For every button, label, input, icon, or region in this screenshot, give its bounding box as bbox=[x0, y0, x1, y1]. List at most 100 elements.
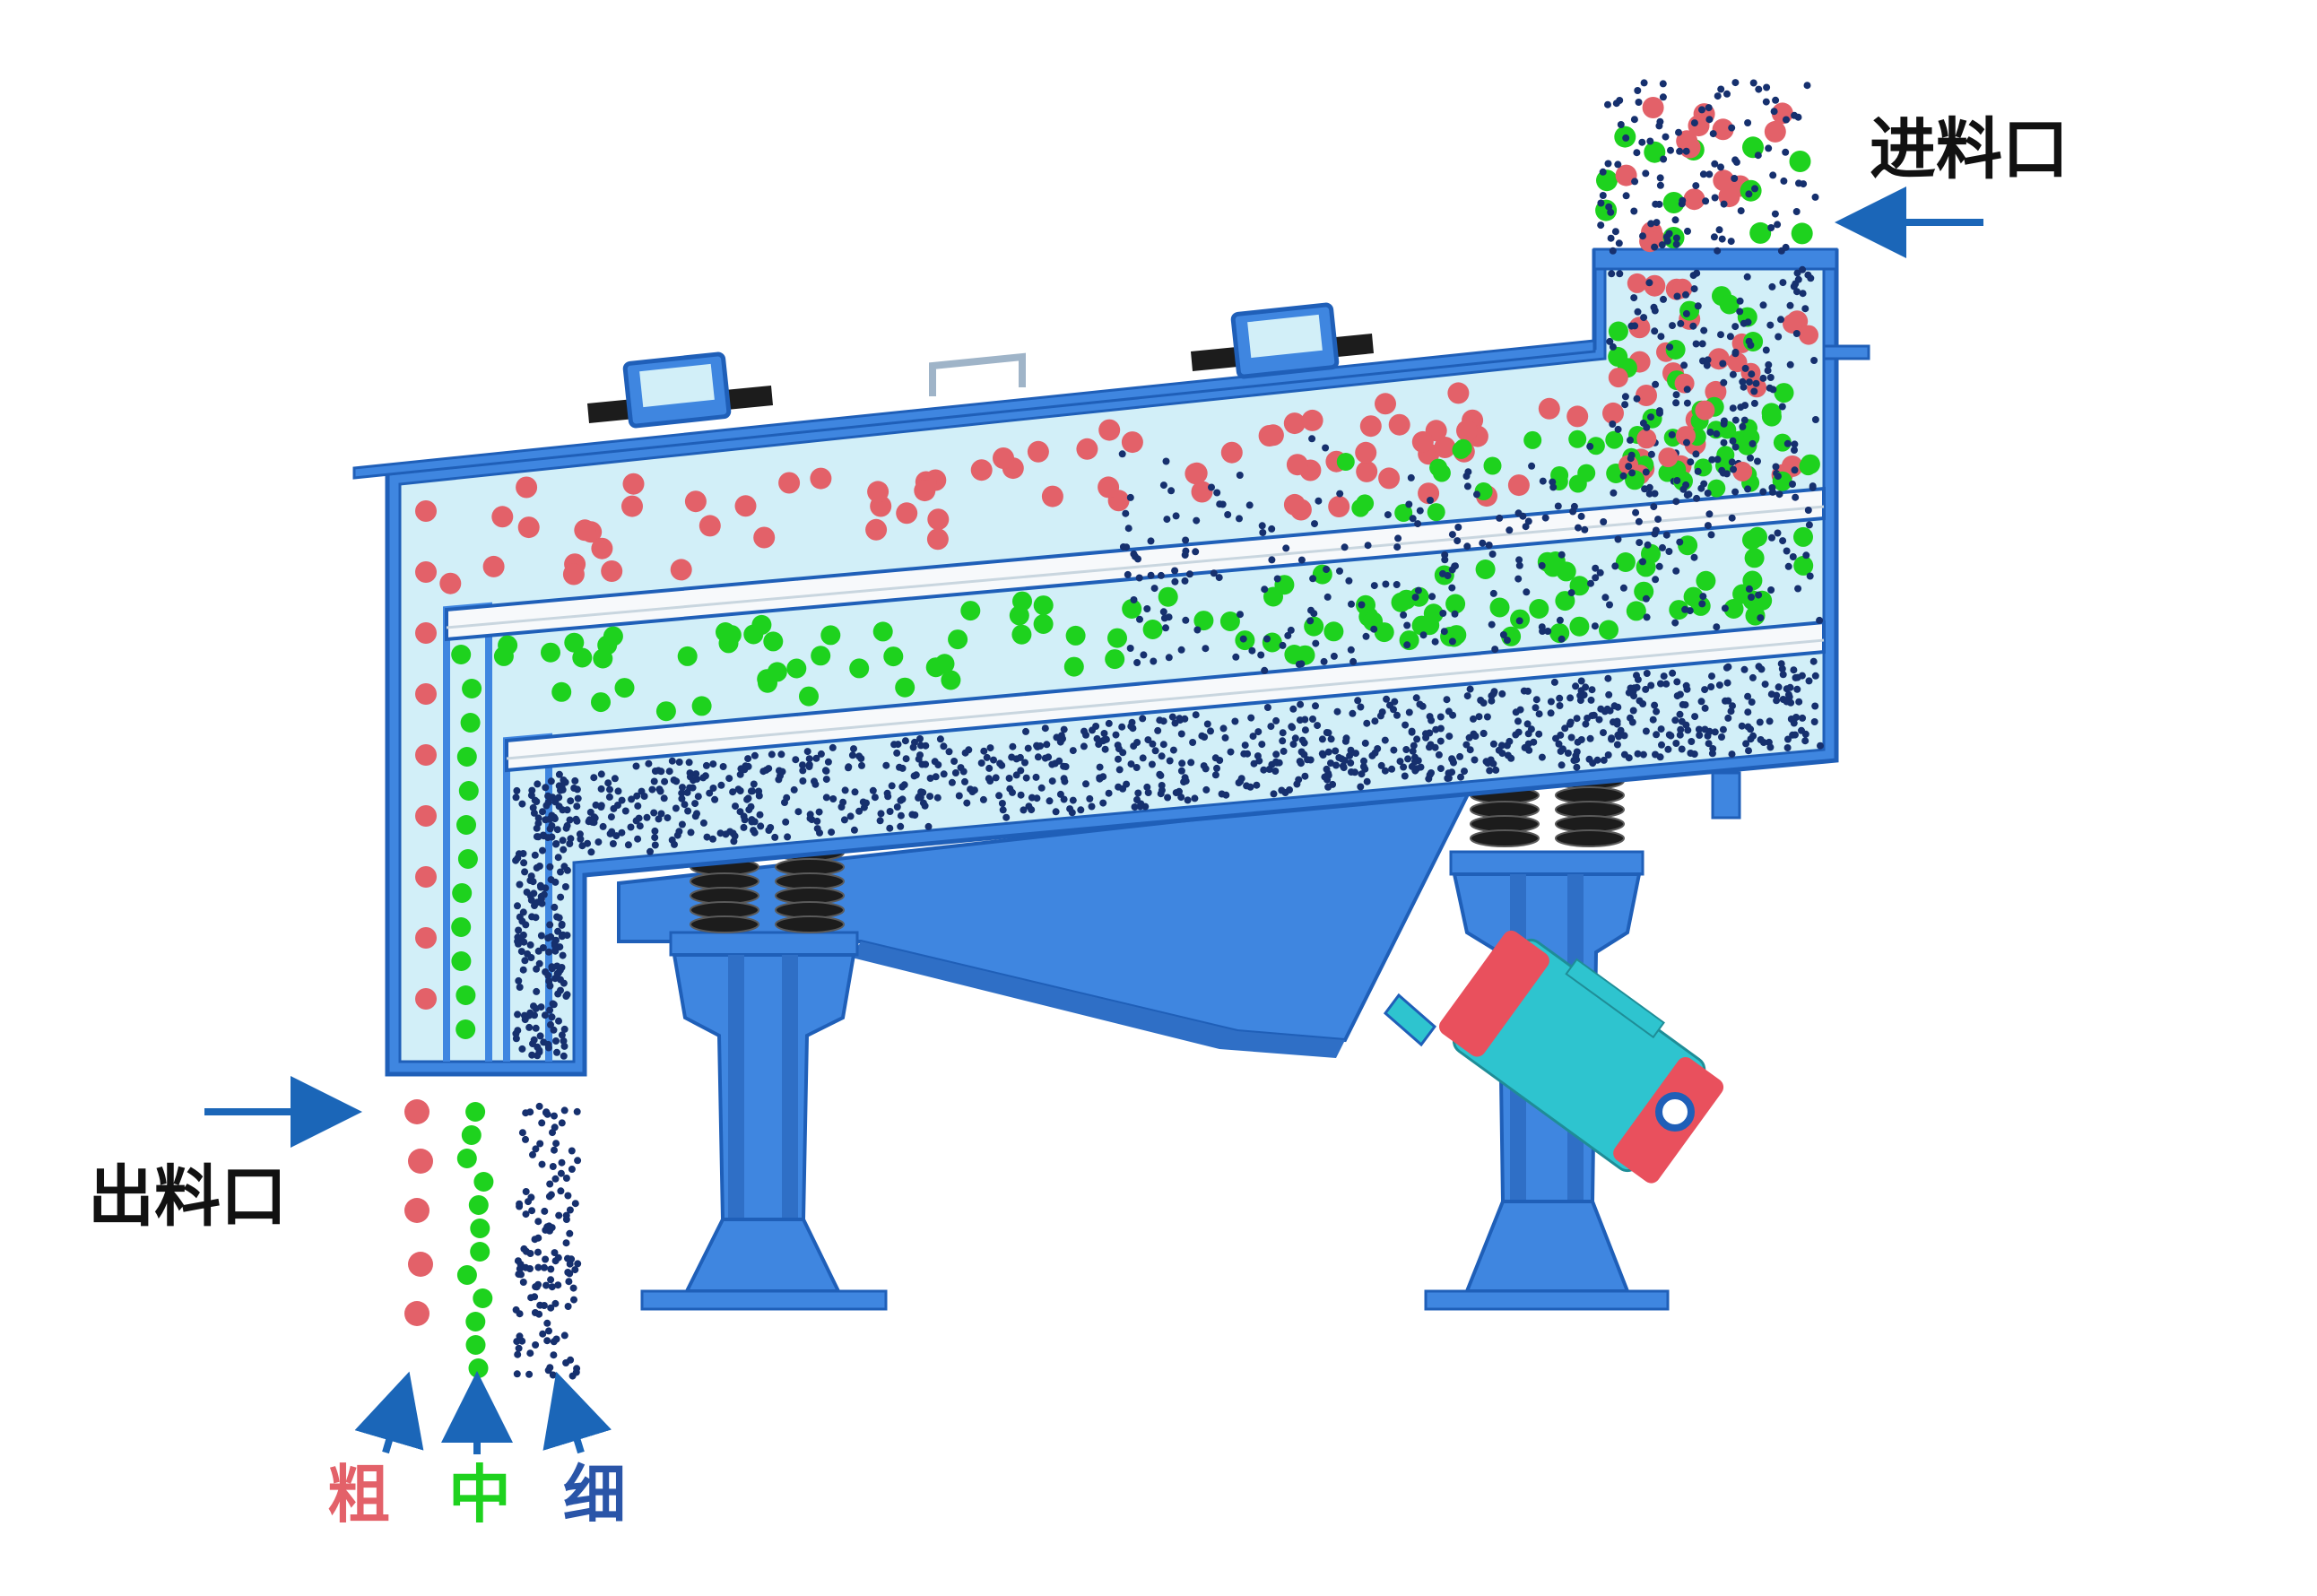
fine-particle bbox=[1535, 710, 1543, 718]
fine-particle bbox=[1720, 417, 1728, 425]
fine-particle bbox=[548, 1283, 556, 1291]
fine-particle bbox=[1614, 703, 1622, 711]
fine-particle bbox=[1792, 493, 1800, 501]
medium-particle bbox=[470, 1242, 490, 1262]
fine-particle bbox=[557, 893, 565, 901]
fine-particle bbox=[1538, 753, 1546, 761]
fine-particle bbox=[1506, 526, 1514, 534]
fine-particle bbox=[1608, 270, 1616, 278]
medium-particle bbox=[458, 781, 479, 801]
fine-particle bbox=[1408, 727, 1416, 735]
fine-particle bbox=[886, 824, 894, 832]
fine-particle bbox=[1498, 690, 1506, 698]
coarse-particle bbox=[415, 683, 437, 705]
fine-particle bbox=[1619, 472, 1627, 480]
fine-particle bbox=[1743, 273, 1751, 281]
fine-particle bbox=[1207, 727, 1214, 735]
medium-particle bbox=[1158, 586, 1178, 607]
fine-particle bbox=[1515, 617, 1523, 625]
fine-particle bbox=[573, 802, 581, 811]
fine-particle bbox=[1048, 777, 1056, 785]
fine-particle bbox=[1683, 399, 1691, 407]
fine-particle bbox=[1697, 484, 1705, 492]
fine-particle bbox=[592, 801, 600, 809]
fine-particle bbox=[1790, 719, 1798, 727]
fine-particle bbox=[1740, 665, 1749, 673]
inlet-label: 进料口 bbox=[1870, 111, 2069, 188]
fine-particle bbox=[1134, 555, 1141, 563]
fine-particle bbox=[525, 1198, 532, 1206]
fine-particle bbox=[534, 1218, 542, 1226]
fine-particle bbox=[1596, 568, 1604, 577]
fine-particle bbox=[1237, 611, 1244, 619]
fine-particle bbox=[1521, 743, 1529, 751]
fine-particle bbox=[665, 768, 673, 776]
fine-particle bbox=[606, 829, 614, 837]
fine-particle bbox=[576, 830, 584, 838]
fine-particle bbox=[522, 1263, 530, 1271]
fine-particle bbox=[1672, 391, 1680, 399]
fine-particle bbox=[1595, 716, 1603, 724]
coarse-particle bbox=[1185, 462, 1208, 484]
fine-particle bbox=[1740, 319, 1748, 327]
fine-particle bbox=[555, 1211, 563, 1219]
fine-particle bbox=[1032, 773, 1040, 781]
feed-particle bbox=[1789, 151, 1811, 172]
fine-particle bbox=[1759, 739, 1767, 746]
fine-particle bbox=[590, 819, 598, 827]
fine-particle bbox=[1028, 794, 1036, 802]
medium-particle bbox=[1219, 612, 1240, 631]
fine-particle bbox=[551, 815, 559, 823]
fine-particle bbox=[1786, 301, 1794, 309]
fine-particle bbox=[1672, 234, 1680, 242]
fine-particle bbox=[846, 812, 855, 820]
fine-particle bbox=[1711, 728, 1719, 736]
fine-particle bbox=[1681, 605, 1689, 613]
coarse-particle bbox=[1375, 393, 1396, 415]
fine-particle bbox=[1154, 726, 1162, 734]
fine-particle bbox=[1381, 736, 1389, 744]
fine-particle bbox=[1570, 757, 1578, 765]
fine-particle bbox=[992, 774, 1000, 782]
medium-particle bbox=[1529, 599, 1549, 619]
fine-particle bbox=[512, 794, 520, 802]
fine-particle bbox=[1658, 741, 1665, 749]
fine-particle bbox=[1136, 615, 1143, 623]
fine-particle bbox=[550, 1351, 558, 1359]
fine-particle bbox=[1527, 725, 1535, 733]
fine-particle bbox=[1656, 753, 1664, 761]
fine-particle bbox=[1289, 705, 1297, 713]
fine-particle bbox=[537, 932, 545, 940]
fine-particle bbox=[811, 780, 820, 788]
fine-particle bbox=[1080, 742, 1088, 750]
fine-particle bbox=[986, 777, 994, 785]
fine-particle bbox=[1643, 613, 1651, 621]
fine-particle bbox=[1411, 594, 1419, 602]
fine-particle bbox=[566, 1260, 574, 1268]
fine-particle bbox=[560, 776, 568, 784]
fine-particle bbox=[921, 802, 929, 810]
fine-particle bbox=[1271, 768, 1280, 775]
fine-particle bbox=[632, 762, 640, 770]
fine-particle bbox=[1221, 733, 1229, 742]
fine-particle bbox=[670, 776, 678, 784]
fine-particle bbox=[1368, 751, 1376, 759]
fine-particle bbox=[1810, 357, 1818, 364]
fine-particle bbox=[722, 830, 730, 838]
feed-particle bbox=[1774, 383, 1794, 403]
fine-particle bbox=[526, 892, 534, 899]
fine-particle bbox=[1784, 690, 1792, 698]
fine-particle bbox=[1349, 657, 1358, 665]
fine-particle bbox=[1318, 735, 1326, 743]
fine-particle bbox=[1150, 657, 1158, 665]
fine-particle bbox=[1710, 233, 1718, 241]
fine-particle bbox=[1622, 192, 1630, 200]
medium-particle bbox=[465, 1102, 486, 1122]
medium-label: 中 bbox=[448, 1458, 511, 1531]
fine-particle bbox=[1357, 783, 1365, 791]
fine-particle bbox=[829, 743, 837, 751]
fine-particle bbox=[1745, 190, 1753, 198]
fine-particle bbox=[1133, 659, 1141, 666]
fine-particle bbox=[1672, 399, 1680, 407]
medium-particle bbox=[1568, 429, 1587, 448]
